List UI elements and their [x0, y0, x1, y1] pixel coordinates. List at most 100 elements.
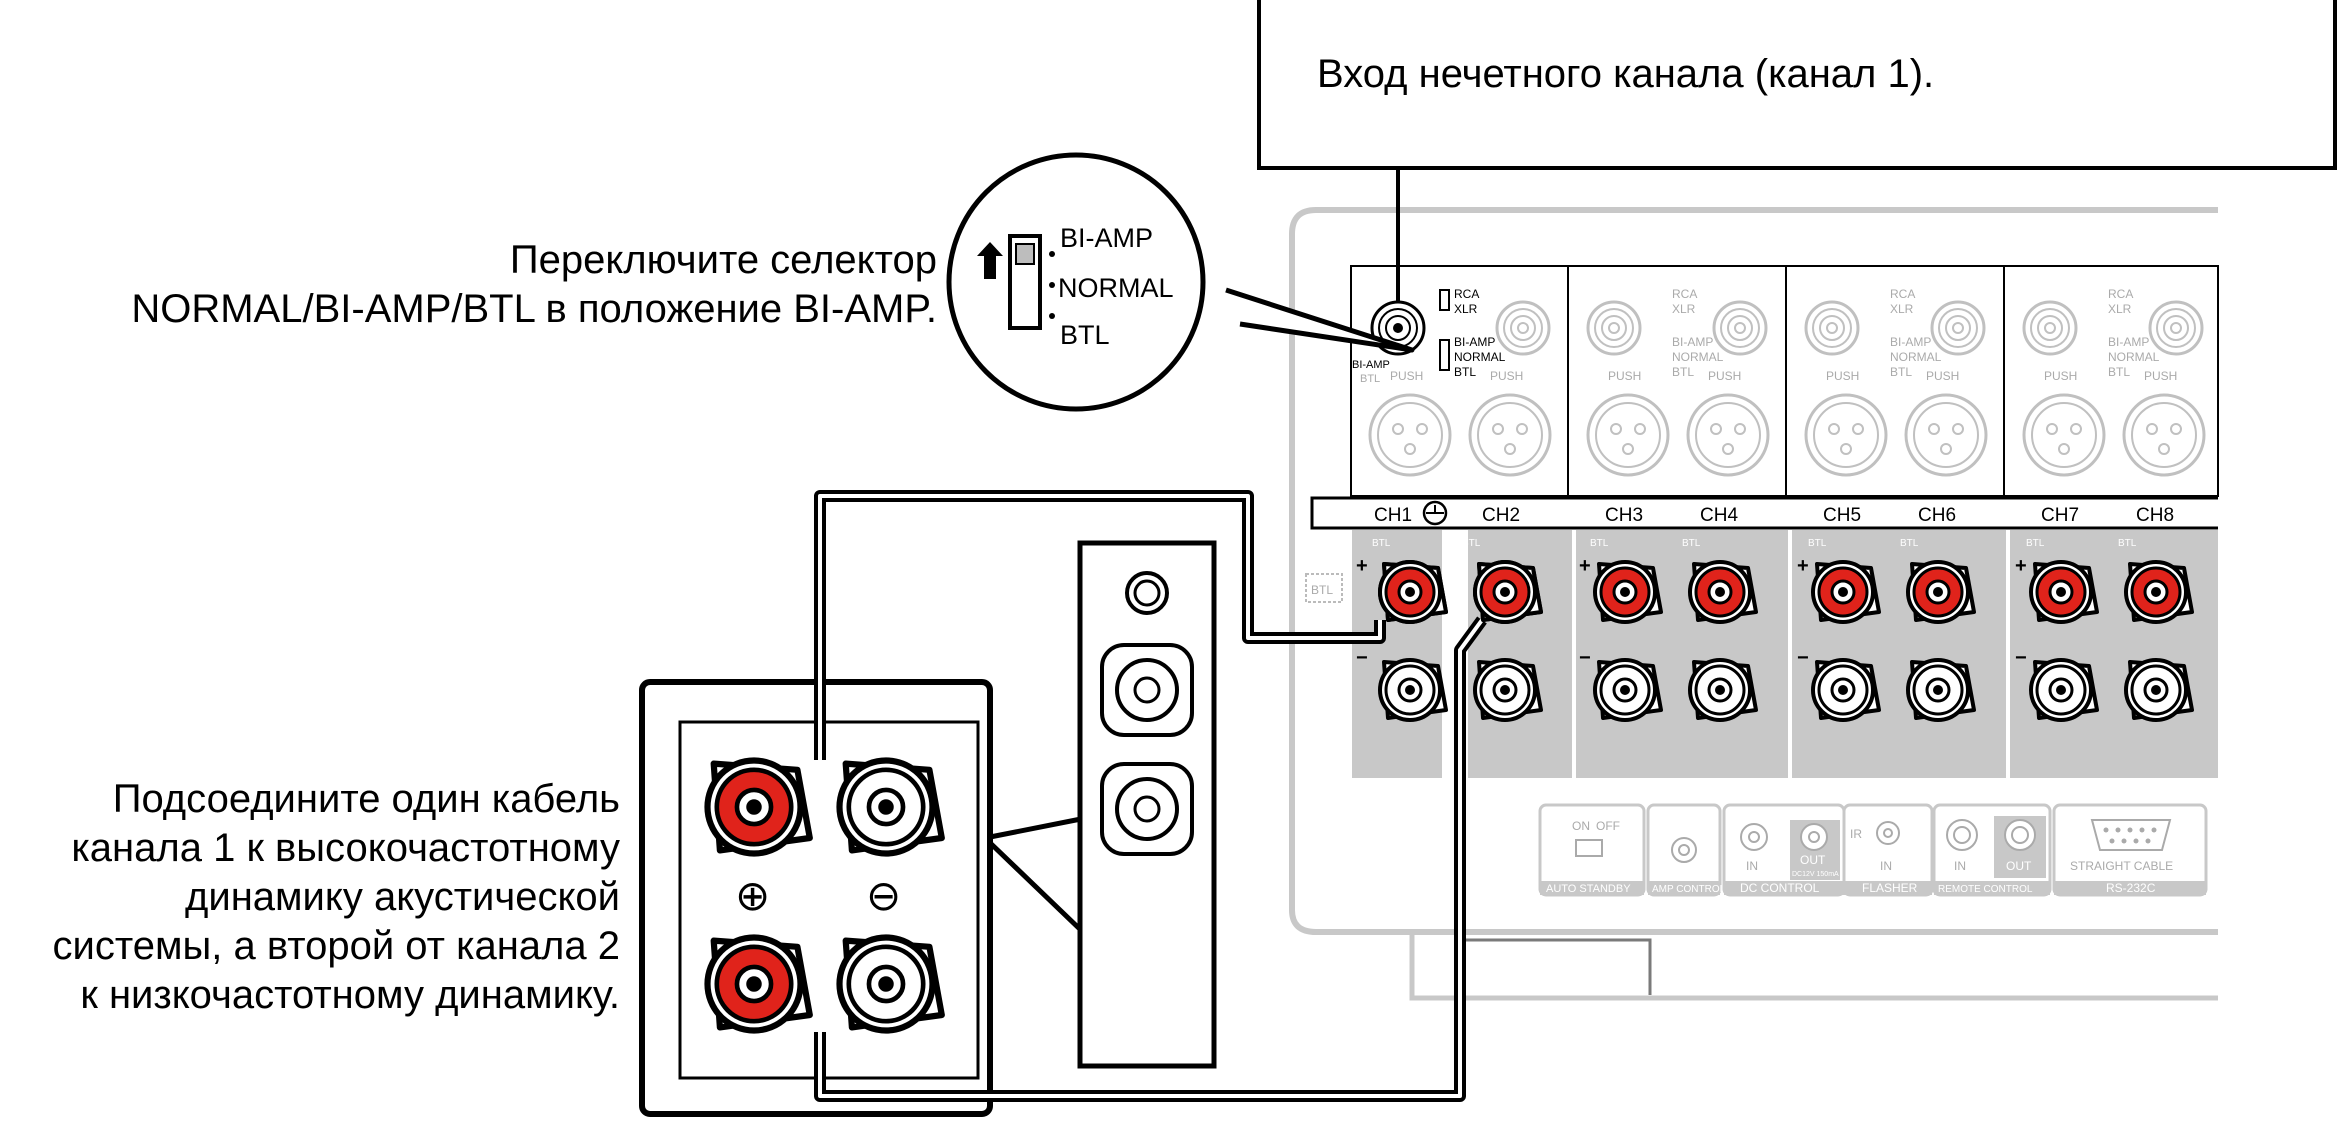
channel-label-ch5: CH5 — [1823, 505, 1861, 526]
module-3-normal-label: NORMAL — [1890, 350, 1942, 364]
module-1-normal-label: NORMAL — [1454, 350, 1506, 364]
module-2-rca-label: RCA — [1672, 287, 1697, 301]
ground-symbol-icon — [1422, 500, 1448, 526]
module-1-rca-label: RCA — [1454, 287, 1479, 301]
module-4-push-label-a: PUSH — [2044, 369, 2077, 383]
channel-labels: CH1 CH2 CH3 CH4 CH5 CH6 CH7 CH8 — [1374, 505, 2174, 526]
channel-label-ch3: CH3 — [1605, 505, 1643, 526]
module-4-xlr-label: XLR — [2108, 302, 2132, 316]
module-4-normal-label: NORMAL — [2108, 350, 2160, 364]
module-4-rca-label: RCA — [2108, 287, 2133, 301]
dc-control-note: DC12V 150mA MAX — [1792, 871, 1856, 878]
speaker-terminal-zoom: ⊕ ⊖ — [639, 679, 993, 1117]
cable-instruction-line-2: канала 1 к высокочастотному — [71, 826, 620, 870]
channel-label-ch4: CH4 — [1700, 505, 1738, 526]
callout-text: Вход нечетного канала (канал 1). — [1317, 52, 1935, 96]
plus-label-ch1: + — [1356, 555, 1368, 577]
flasher-ir: IR — [1850, 827, 1862, 841]
speaker-enclosure — [1077, 540, 1217, 1069]
module-3-push-label-b: PUSH — [1926, 369, 1959, 383]
zoom-label-btl: BTL — [1060, 320, 1110, 350]
btl-label-ch8: BTL — [2118, 538, 2137, 549]
channel-label-strip — [1310, 496, 2218, 530]
module-1-switch-labels: RCA XLR BI-AMP NORMAL BTL BI-AMP BTL — [1352, 287, 1506, 385]
btl-label-ch3: BTL — [1590, 538, 1609, 549]
module-1-push-label-b: PUSH — [1490, 369, 1523, 383]
module-2-push-label-a: PUSH — [1608, 369, 1641, 383]
module-1-side-btl: BTL — [1360, 373, 1380, 385]
zoom-pointer — [1225, 287, 1415, 353]
module-3-biamp-label: BI-AMP — [1890, 335, 1931, 349]
rs232c-note: STRAIGHT CABLE — [2070, 859, 2173, 873]
module-1-push-label-a: PUSH — [1390, 369, 1423, 383]
selector-instruction-line-1: Переключите селектор — [509, 238, 937, 282]
minus-label-ch1: − — [1356, 647, 1368, 669]
module-1-xlr-label: XLR — [1454, 302, 1478, 316]
zoom-circle — [946, 152, 1206, 412]
plus-label-ch7: + — [2015, 555, 2027, 577]
amp-control-caption: AMP CONTROL — [1652, 884, 1726, 895]
remote-control-caption: REMOTE CONTROL — [1938, 884, 2033, 895]
channel-label-ch2: CH2 — [1482, 505, 1520, 526]
rs232c-caption: RS-232C — [2106, 881, 2156, 895]
speaker-minus-symbol: ⊖ — [866, 872, 901, 919]
ground-wire — [1466, 938, 1652, 995]
zoom-label-biamp: BI-AMP — [1060, 223, 1153, 253]
flasher-in: IN — [1880, 859, 1892, 873]
module-3-xlr-label: XLR — [1890, 302, 1914, 316]
module-2-btl-label: BTL — [1672, 365, 1694, 379]
channel-label-ch7: CH7 — [2041, 505, 2079, 526]
channel-label-ch1: CH1 — [1374, 505, 1412, 526]
module-2-push-label-b: PUSH — [1708, 369, 1741, 383]
selector-instruction-line-2: NORMAL/BI-AMP/BTL в положение BI-AMP. — [131, 287, 937, 331]
callout-box: Вход нечетного канала (канал 1). — [1257, 0, 2337, 170]
module-1-biamp-label: BI-AMP — [1454, 335, 1495, 349]
module-1-btl-label: BTL — [1454, 365, 1476, 379]
auto-standby-on: ON — [1572, 819, 1590, 833]
cable-instruction-line-3: динамику акустической — [185, 875, 620, 919]
btl-label-ch6: BTL — [1900, 538, 1919, 549]
remote-control-in: IN — [1954, 859, 1966, 873]
btl-side-text: BTL — [1311, 583, 1333, 597]
btl-terminal-labels: BTL BTL BTL BTL BTL BTL BTL BTL — [1372, 538, 2137, 549]
selector-zoom: BI-AMP NORMAL BTL — [946, 152, 1415, 412]
module-4-push-label-b: PUSH — [2144, 369, 2177, 383]
control-panel: ON OFF AUTO STANDBY AMP CONTROL IN OUT D… — [1538, 803, 2208, 897]
minus-label-ch3: − — [1579, 647, 1591, 669]
btl-label-ch5: BTL — [1808, 538, 1827, 549]
module-3-rca-label: RCA — [1890, 287, 1915, 301]
btl-label-ch1: BTL — [1372, 538, 1391, 549]
cable-instruction-line-4: системы, а второй от канала 2 — [52, 924, 620, 968]
module-4-biamp-label: BI-AMP — [2108, 335, 2149, 349]
minus-label-ch5: − — [1797, 647, 1809, 669]
cable-instruction-line-1: Подсоедините один кабель — [112, 777, 620, 821]
other-module-switch-labels: RCA XLR BI-AMP NORMAL BTL RCA XLR BI-AMP… — [1390, 287, 2177, 383]
btl-label-ch4: BTL — [1682, 538, 1701, 549]
plus-label-ch5: + — [1797, 555, 1809, 577]
zoom-label-normal: NORMAL — [1058, 273, 1174, 303]
panel-dividers — [1572, 530, 2010, 778]
flasher-caption: FLASHER — [1862, 881, 1918, 895]
speaker-cables — [814, 490, 1487, 1102]
btl-label-ch7: BTL — [2026, 538, 2045, 549]
plus-label-ch3: + — [1579, 555, 1591, 577]
cable-instruction: Подсоедините один кабель канала 1 к высо… — [53, 775, 620, 1020]
dc-control-caption: DC CONTROL — [1740, 881, 1820, 895]
auto-standby-off: OFF — [1596, 819, 1620, 833]
minus-label-ch7: − — [2015, 647, 2027, 669]
btl-label-ch2: BTL — [1462, 538, 1481, 549]
speaker-plus-symbol: ⊕ — [735, 872, 770, 919]
module-2-biamp-label: BI-AMP — [1672, 335, 1713, 349]
terminal-small-labels: + − + − + − + − — [1356, 555, 2027, 669]
dc-control-out: OUT — [1800, 853, 1826, 867]
selector-knob — [1015, 243, 1035, 265]
auto-standby-caption: AUTO STANDBY — [1546, 883, 1631, 895]
module-1-side-biamp: BI-AMP — [1352, 359, 1390, 371]
arrow-up-icon — [977, 242, 1003, 279]
channel-label-ch6: CH6 — [1918, 505, 1956, 526]
cable-instruction-line-5: к низкочастотному динамику. — [80, 973, 620, 1017]
dc-control-in: IN — [1746, 859, 1758, 873]
module-3-btl-label: BTL — [1890, 365, 1912, 379]
btl-vertical-label: BTL — [1305, 573, 1343, 603]
